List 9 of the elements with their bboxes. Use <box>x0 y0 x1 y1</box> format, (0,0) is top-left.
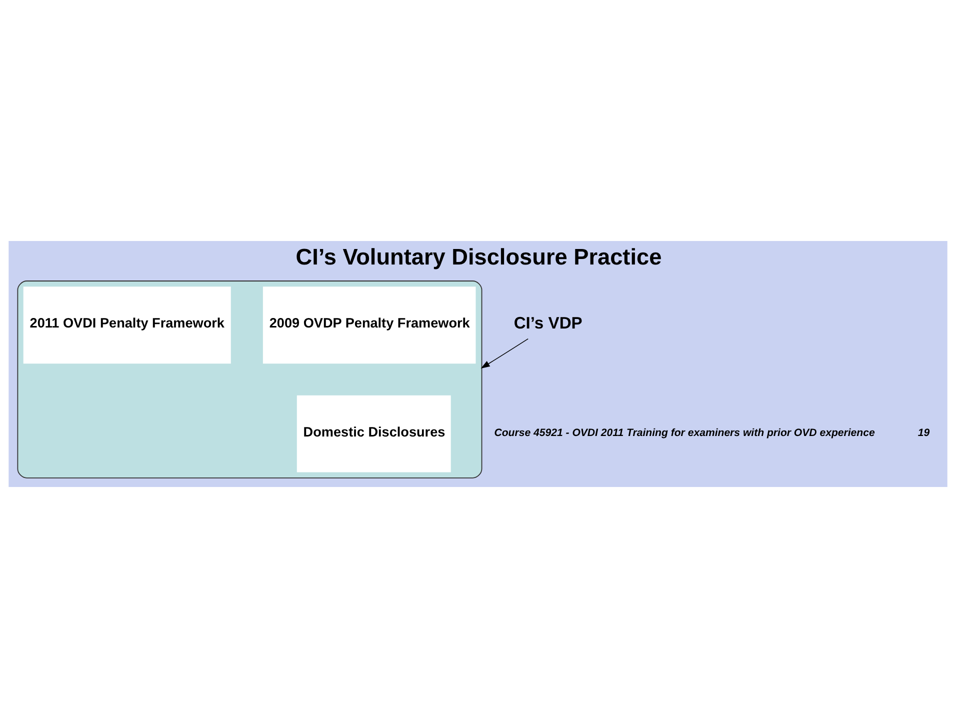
node-box: 2011 OVDI Penalty Framework <box>23 286 231 364</box>
node-text: CI’s VDP <box>514 314 582 333</box>
label: 19 <box>918 426 930 439</box>
cluster <box>17 280 482 478</box>
diagram-title: CI’s Voluntary Disclosure Practice <box>296 244 662 270</box>
node-box: Domestic Disclosures <box>296 395 451 472</box>
node-box: 2009 OVDP Penalty Framework <box>262 286 476 364</box>
label: Course 45921 - OVDI 2011 Training for examiners with prior OVD experience <box>494 426 875 439</box>
arrow <box>480 338 528 369</box>
